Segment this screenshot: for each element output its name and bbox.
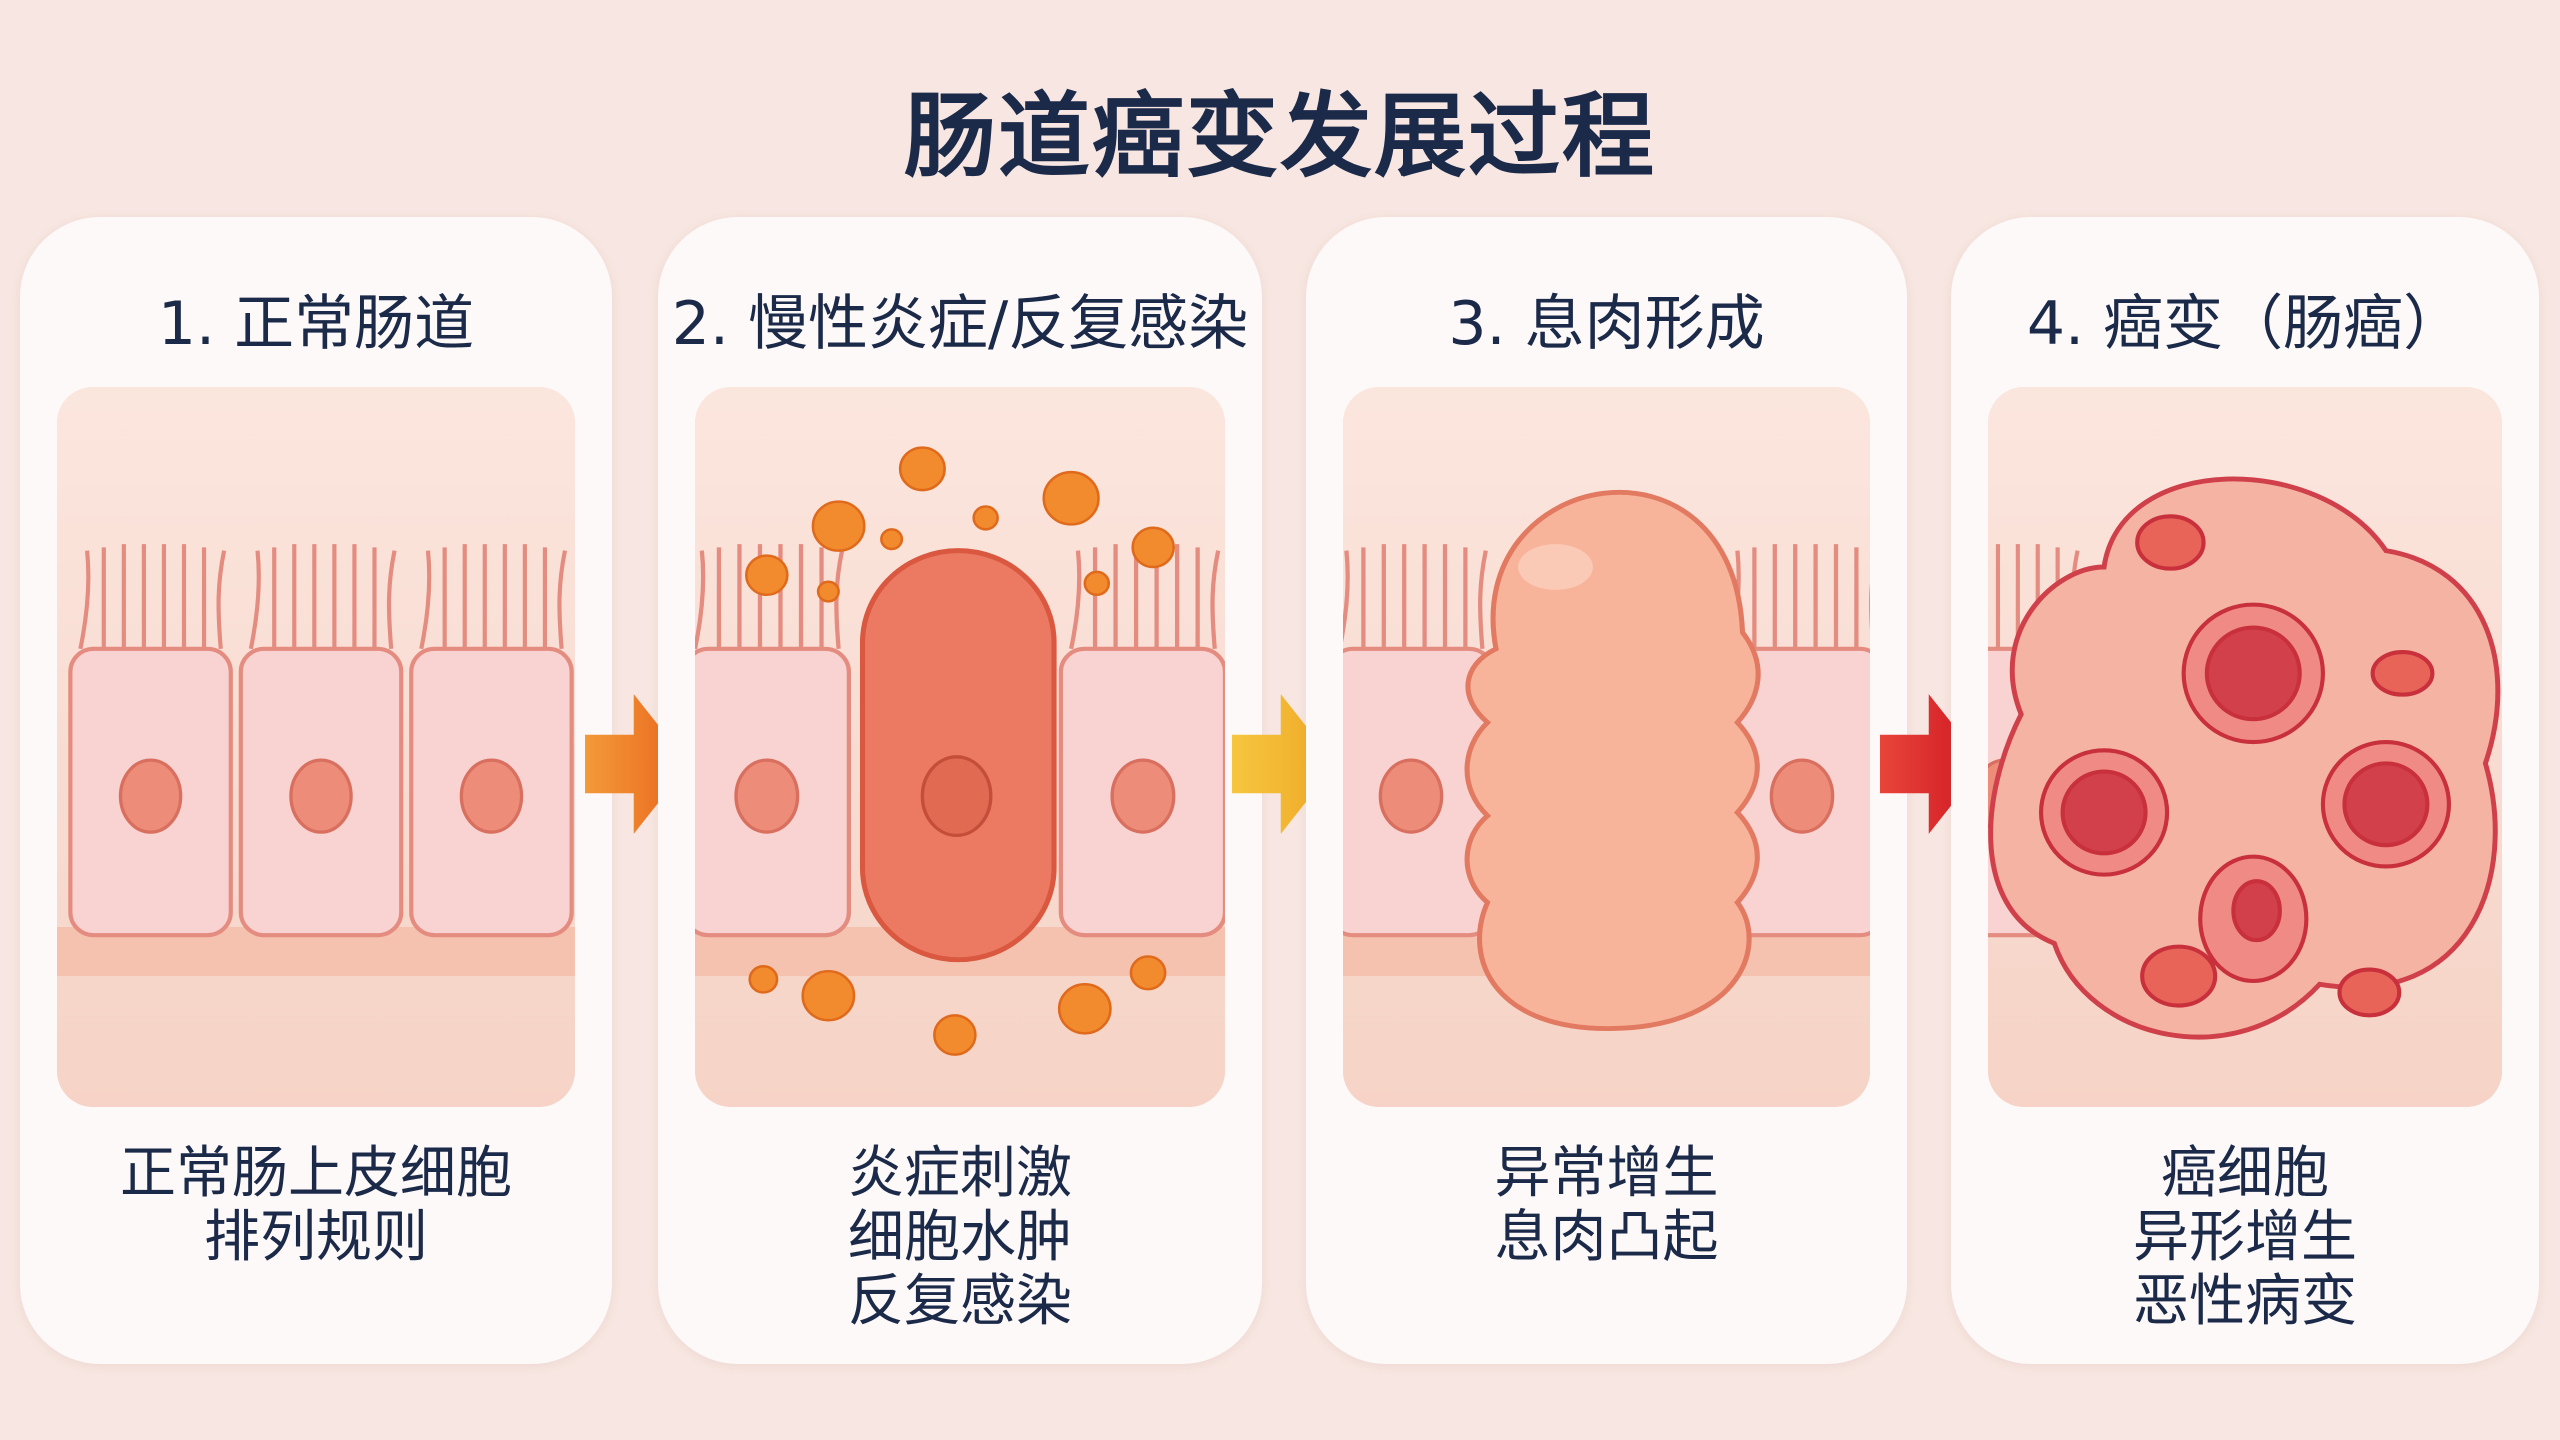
desc-line: 异形增生 — [2133, 1205, 2357, 1270]
stage-description: 炎症刺激 细胞水肿 反复感染 — [658, 1142, 1262, 1334]
arrow-right-icon — [1232, 694, 1336, 834]
desc-line: 反复感染 — [848, 1269, 1072, 1334]
page-title: 肠道癌变发展过程 — [903, 83, 1656, 190]
desc-line: 癌细胞 — [2161, 1141, 2329, 1206]
stage-description: 癌细胞 异形增生 恶性病变 — [1951, 1142, 2539, 1334]
desc-line: 炎症刺激 — [848, 1141, 1072, 1206]
stage-title: 1. 正常肠道 — [157, 289, 475, 359]
normal-epithelium-illustration — [57, 387, 575, 1107]
stage-card-normal: 1. 正常肠道 正常肠上皮细胞 排列规则 — [20, 217, 612, 1364]
inflammation-illustration — [695, 387, 1225, 1107]
desc-line: 异常增生 — [1494, 1141, 1719, 1206]
desc-line: 正常肠上皮细胞 — [120, 1141, 512, 1206]
desc-line: 恶性病变 — [2133, 1269, 2357, 1334]
arrow-right-icon — [1880, 694, 1984, 834]
polyp-illustration — [1343, 387, 1870, 1107]
stage-card-polyp: 3. 息肉形成 异常增生 息肉凸起 — [1306, 217, 1907, 1364]
desc-line: 息肉凸起 — [1494, 1205, 1719, 1270]
stage-card-inflammation: 2. 慢性炎症/反复感染 炎症刺激 细胞水肿 反复感染 — [658, 217, 1262, 1364]
cancer-illustration — [1988, 387, 2502, 1107]
stage-description: 正常肠上皮细胞 排列规则 — [20, 1142, 612, 1270]
arrow-right-icon — [585, 694, 689, 834]
stage-description: 异常增生 息肉凸起 — [1306, 1142, 1907, 1270]
stage-title: 4. 癌变（肠癌） — [2026, 289, 2464, 359]
stage-title: 2. 慢性炎症/反复感染 — [671, 289, 1249, 359]
stage-title: 3. 息肉形成 — [1448, 289, 1765, 359]
desc-line: 细胞水肿 — [848, 1205, 1072, 1270]
stage-card-cancer: 4. 癌变（肠癌） 癌细胞 异形增生 恶性病变 — [1951, 217, 2539, 1364]
desc-line: 排列规则 — [204, 1205, 428, 1270]
